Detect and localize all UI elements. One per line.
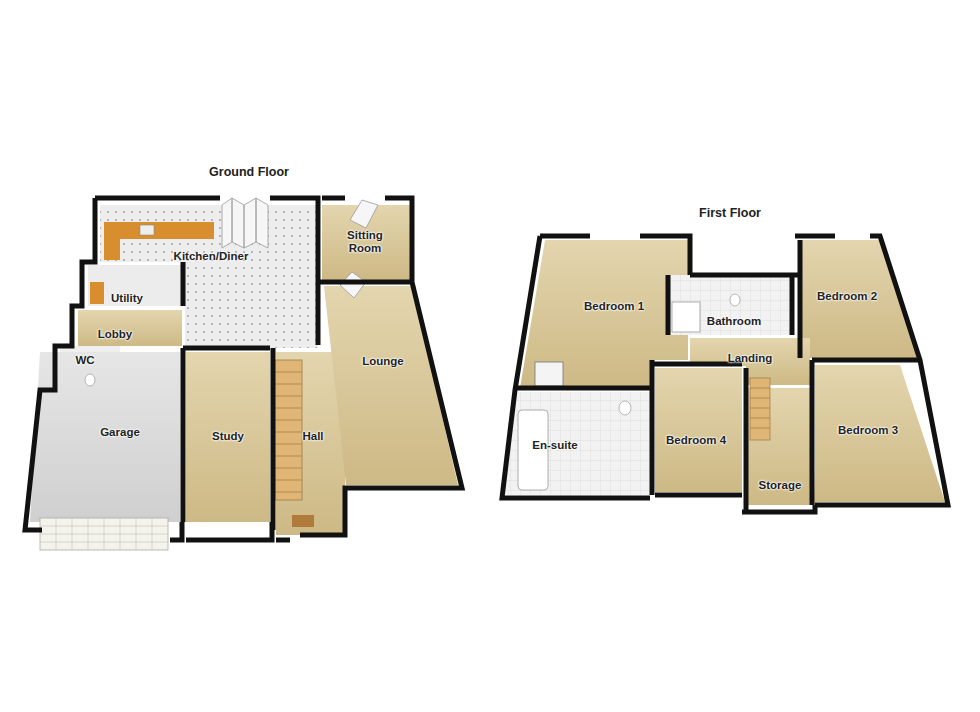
room: Kitchen/Diner xyxy=(100,205,318,348)
room-name: Lobby xyxy=(98,328,133,341)
room: Bedroom 1 xyxy=(520,240,688,388)
room-name: Bedroom 2 xyxy=(817,290,877,303)
room: Landing xyxy=(690,338,810,385)
room-name: Lounge xyxy=(362,355,404,368)
room: En-suite xyxy=(505,392,650,495)
room-name: En-suite xyxy=(532,439,577,452)
room: Lobby xyxy=(78,310,182,346)
room-name: Garage xyxy=(100,426,140,439)
room: Study xyxy=(186,352,270,522)
room: WC xyxy=(60,346,120,390)
room-name: Bedroom 1 xyxy=(584,300,644,313)
room: Lounge xyxy=(324,286,458,485)
room: Utility xyxy=(88,265,182,306)
floor-label: First Floor xyxy=(699,206,761,220)
room: Hall xyxy=(276,352,345,535)
room-name: Sitting Room xyxy=(342,229,388,254)
room-name: Hall xyxy=(302,430,323,443)
room: Storage xyxy=(748,388,815,505)
room-name: Study xyxy=(212,430,244,443)
room: Bathroom xyxy=(668,275,790,335)
room: Bedroom 2 xyxy=(800,240,918,358)
room-name: Landing xyxy=(728,352,773,365)
room-name: Utility xyxy=(111,292,143,305)
room: Bedroom 3 xyxy=(815,365,945,502)
room: Bedroom 4 xyxy=(655,368,742,492)
room-name: Storage xyxy=(759,479,802,492)
room-name: Bedroom 4 xyxy=(666,434,726,447)
room-name: Bedroom 3 xyxy=(838,424,898,437)
floor-label: Ground Floor xyxy=(209,165,289,179)
room-name: Kitchen/Diner xyxy=(174,250,249,263)
room: Sitting Room xyxy=(322,205,410,280)
room: Garage xyxy=(32,352,180,518)
room-name: Bathroom xyxy=(707,315,761,328)
room-name: WC xyxy=(75,354,94,367)
